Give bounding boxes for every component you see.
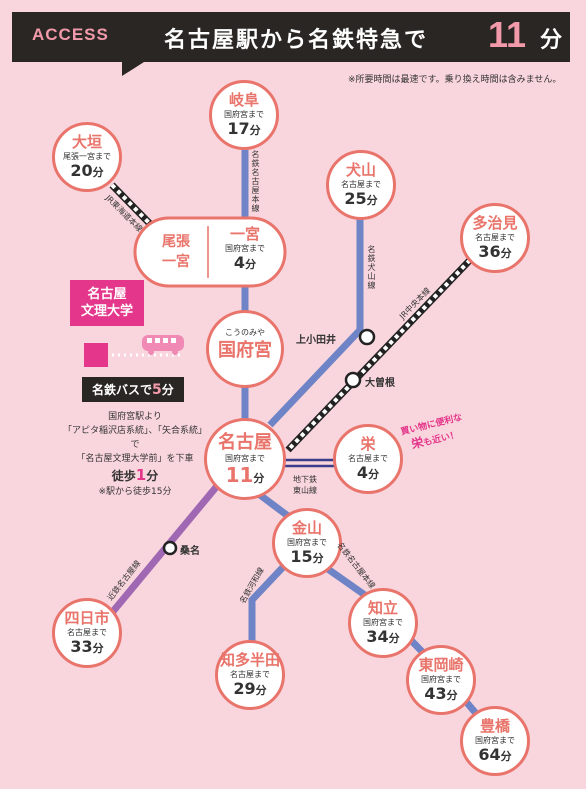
station-sub: 国府宮まで	[363, 618, 403, 627]
header-banner: ACCESS 名古屋駅から名鉄特急で 11 分	[12, 12, 570, 62]
station-sub: 国府宮まで	[224, 110, 264, 119]
station-higashiokazaki[interactable]: 東岡崎 国府宮まで 43分	[406, 645, 476, 715]
kowa-line	[248, 562, 288, 650]
header-minutes: 11	[488, 14, 527, 55]
station-tajimi[interactable]: 多治見 名古屋まで 36分	[460, 203, 530, 273]
station-inuyama[interactable]: 犬山 名古屋まで 25分	[326, 150, 396, 220]
station-time: 33分	[70, 637, 104, 656]
station-sub: 国府宮まで	[225, 244, 265, 253]
header-title: 名古屋駅から名鉄特急で	[164, 28, 429, 53]
station-name: 多治見	[472, 214, 518, 232]
station-name: 犬山	[345, 161, 376, 179]
station-name: 尾張	[162, 234, 190, 250]
station-time: 25分	[344, 189, 378, 208]
station-name: 知立	[367, 599, 398, 617]
station-time: 34分	[366, 627, 400, 646]
station-sub: 名古屋まで	[67, 628, 107, 637]
bus-icon	[142, 335, 184, 355]
station-name: 一宮	[229, 225, 260, 243]
station-sub: 国府宮まで	[421, 675, 461, 684]
bus-badge: 名鉄バスで5分	[82, 377, 184, 402]
walk-time: 徒歩1分	[111, 466, 159, 484]
station-name: 大垣	[71, 133, 102, 151]
line-label-subway: 地下鉄 東山線	[293, 475, 317, 495]
kamiotai-station-dot	[358, 328, 376, 346]
station-time: 36分	[478, 242, 512, 261]
station-owari-ichinomiya[interactable]: 尾張 一宮	[150, 232, 202, 272]
university-label[interactable]: 名古屋 文理大学	[70, 280, 144, 326]
station-ichinomiya[interactable]: 一宮 国府宮まで 4分	[212, 226, 278, 274]
station-name: 金山	[291, 519, 322, 537]
station-time: 43分	[424, 684, 458, 703]
ozone-station-dot	[344, 371, 362, 389]
station-kuwana[interactable]: 桑名	[180, 546, 200, 557]
station-toyohashi[interactable]: 豊橋 国府宮まで 64分	[460, 706, 530, 776]
station-time: 4分	[233, 253, 257, 272]
station-kanayama[interactable]: 金山 国府宮まで 15分	[272, 508, 342, 578]
inuyama-line	[267, 200, 364, 428]
station-name: 栄	[360, 435, 376, 453]
bus-info: 国府宮駅より 「アピタ稲沢店系統」、「矢合系統」で 「名古屋文理大学前」を下車 …	[60, 410, 210, 499]
station-time: 64分	[478, 745, 512, 764]
station-time: 17分	[227, 119, 261, 138]
station-name: 岐阜	[228, 91, 259, 109]
station-name-2: 一宮	[162, 254, 190, 270]
station-time: 11分	[225, 463, 265, 487]
station-name: 東岡崎	[418, 656, 464, 674]
station-sub: 名古屋まで	[341, 180, 381, 189]
station-chitahanda[interactable]: 知多半田 名古屋まで 29分	[215, 640, 285, 710]
station-name: 国府宮	[218, 340, 272, 361]
header-tail	[122, 62, 144, 76]
station-sub: 国府宮まで	[287, 538, 327, 547]
station-sub: 国府宮まで	[225, 454, 265, 463]
station-kamiotai[interactable]: 上小田井	[296, 335, 336, 346]
station-name: 四日市	[64, 609, 110, 627]
station-yokkaichi[interactable]: 四日市 名古屋まで 33分	[52, 598, 122, 668]
time-note: ※所要時間は最速です。乗り換え時間は含みません。	[348, 75, 562, 85]
kuwana-station-dot	[162, 540, 178, 556]
station-ozone[interactable]: 大曽根	[365, 378, 395, 389]
station-name: 豊橋	[479, 717, 510, 735]
station-ogaki[interactable]: 大垣 尾張一宮まで 20分	[52, 122, 122, 192]
ichinomiya-box	[133, 216, 287, 288]
station-chiryu[interactable]: 知立 国府宮まで 34分	[348, 588, 418, 658]
university-marker	[84, 343, 108, 367]
station-sub: 国府宮まで	[475, 736, 515, 745]
line-label-inuyama: 名鉄犬山線	[367, 245, 376, 290]
station-sub: 尾張一宮まで	[63, 152, 111, 161]
station-name: 名古屋	[218, 432, 272, 453]
station-sakae[interactable]: 栄 名古屋まで 4分	[333, 424, 403, 494]
station-kana: こうのみや	[225, 328, 265, 337]
header-minutes-unit: 分	[540, 28, 563, 53]
station-name: 知多半田	[219, 651, 280, 669]
station-nagoya[interactable]: 名古屋 国府宮まで 11分	[204, 418, 286, 500]
station-sub: 名古屋まで	[230, 670, 270, 679]
station-time: 29分	[233, 679, 267, 698]
station-sub: 名古屋まで	[475, 233, 515, 242]
station-time: 20分	[70, 161, 104, 180]
line-label-nagoya-main: 名鉄名古屋本線	[251, 150, 260, 213]
header-access-label: ACCESS	[32, 25, 109, 44]
station-sub: 名古屋まで	[348, 454, 388, 463]
station-gifu[interactable]: 岐阜 国府宮まで 17分	[209, 80, 279, 150]
station-time: 15分	[290, 547, 324, 566]
station-konomiya[interactable]: こうのみや 国府宮	[206, 310, 284, 388]
station-time: 4分	[356, 463, 380, 482]
